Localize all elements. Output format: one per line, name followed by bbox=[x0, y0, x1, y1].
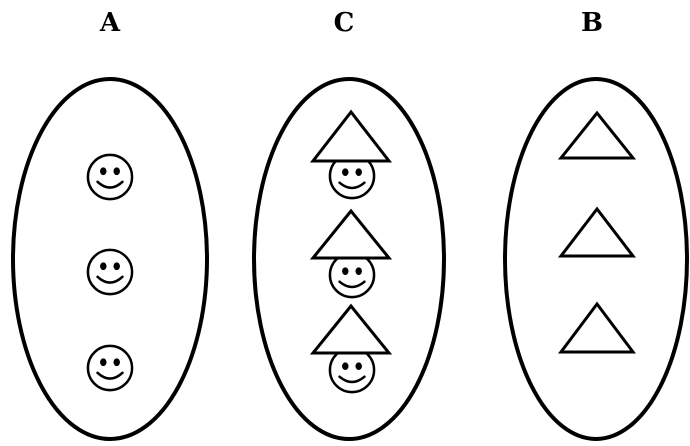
set-c: C bbox=[252, 8, 446, 441]
triangle-icon bbox=[557, 206, 637, 258]
set-a-label: A bbox=[99, 8, 121, 38]
smiley-with-triangle-hat-icon bbox=[309, 109, 393, 200]
set-a: A bbox=[11, 8, 209, 441]
set-b-label: B bbox=[581, 8, 603, 38]
set-a-ellipse bbox=[11, 77, 209, 441]
set-c-ellipse bbox=[252, 77, 446, 441]
triangle-icon bbox=[557, 110, 637, 160]
smiley-with-triangle-hat-icon bbox=[309, 303, 393, 394]
set-b-ellipse bbox=[503, 77, 689, 441]
smiley-face-icon bbox=[86, 344, 134, 392]
smiley-face-icon bbox=[86, 153, 134, 201]
triangle-icon bbox=[558, 301, 636, 354]
smiley-with-triangle-hat-icon bbox=[309, 208, 393, 299]
set-b: B bbox=[503, 8, 689, 441]
set-c-label: C bbox=[334, 8, 355, 38]
smiley-face-icon bbox=[86, 248, 134, 296]
